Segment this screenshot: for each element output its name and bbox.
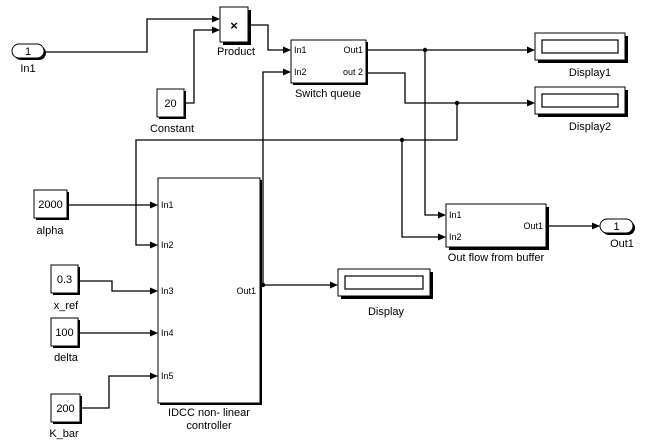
out1-port-label: Out1 <box>610 238 634 250</box>
switch-queue-out1: Out1 <box>343 45 363 55</box>
out1-port[interactable]: 1 Out1 <box>599 218 635 250</box>
switch-queue-out2: out 2 <box>343 67 363 77</box>
delta-label: delta <box>54 352 79 364</box>
out-flow-in1: In1 <box>449 210 462 220</box>
delta-value: 100 <box>55 327 73 339</box>
idcc-in5: In5 <box>161 371 174 381</box>
wire-switch-display2 <box>366 72 528 104</box>
constant-label: Constant <box>150 123 194 135</box>
idcc-label-line1: IDCC non- linear <box>168 407 250 419</box>
constant-value: 20 <box>164 98 176 110</box>
x-ref-value: 0.3 <box>57 274 72 286</box>
wire-xref-idcc <box>78 280 152 292</box>
product-symbol: × <box>230 18 238 33</box>
alpha-value: 2000 <box>38 199 62 211</box>
wire-kbar-idcc <box>80 375 152 409</box>
x-ref-label: x_ref <box>54 300 79 312</box>
wire-display2-idcc-in2 <box>135 103 458 246</box>
wire-constant-product <box>184 29 214 104</box>
wire-in1-product <box>45 18 214 53</box>
wire-product-switch <box>247 24 285 51</box>
idcc-in1: In1 <box>161 200 174 210</box>
product-block[interactable]: × Product <box>217 6 255 58</box>
k-bar-block[interactable]: 200 K_bar <box>49 393 82 440</box>
in1-port-label: In1 <box>20 63 35 75</box>
signal-lines <box>45 15 600 409</box>
k-bar-value: 200 <box>56 403 74 415</box>
display2-block[interactable]: Display2 <box>534 86 628 133</box>
product-label: Product <box>217 46 255 58</box>
alpha-block[interactable]: 2000 alpha <box>33 189 69 237</box>
display-label: Display <box>368 306 405 318</box>
idcc-label-line2: controller <box>186 420 232 432</box>
switch-queue-block[interactable]: In1 In2 Out1 out 2 Switch queue <box>290 39 368 100</box>
k-bar-label: K_bar <box>49 428 79 440</box>
display1-label: Display1 <box>569 67 611 79</box>
constant-block[interactable]: 20 Constant <box>150 88 194 135</box>
idcc-in4: In4 <box>161 328 174 338</box>
out-flow-in2: In2 <box>449 232 462 242</box>
in1-port[interactable]: 1 In1 <box>11 43 46 75</box>
switch-queue-label: Switch queue <box>295 88 361 100</box>
alpha-label: alpha <box>37 225 65 237</box>
display1-block[interactable]: Display1 <box>534 32 628 79</box>
delta-block[interactable]: 100 delta <box>50 317 80 364</box>
wire-loop-outflow-in2 <box>401 140 441 238</box>
idcc-in2: In2 <box>161 240 174 250</box>
out-flow-block[interactable]: In1 In2 Out1 Out flow from buffer <box>445 203 549 264</box>
idcc-out1: Out1 <box>236 286 256 296</box>
out-flow-out1: Out1 <box>523 221 543 231</box>
out1-port-value: 1 <box>613 221 619 233</box>
display2-label: Display2 <box>569 121 611 133</box>
idcc-controller-block[interactable]: In1 In2 In3 In4 In5 Out1 IDCC non- linea… <box>157 177 262 432</box>
wire-switch-outflow-in1 <box>424 50 441 216</box>
in1-port-value: 1 <box>25 46 31 58</box>
switch-queue-in1: In1 <box>294 45 307 55</box>
switch-queue-in2: In2 <box>294 67 307 77</box>
display-block[interactable]: Display <box>337 268 433 318</box>
out-flow-label: Out flow from buffer <box>448 252 545 264</box>
wire-idcc-switch-in2 <box>262 71 285 285</box>
x-ref-block[interactable]: 0.3 x_ref <box>50 264 80 312</box>
idcc-in3: In3 <box>161 286 174 296</box>
